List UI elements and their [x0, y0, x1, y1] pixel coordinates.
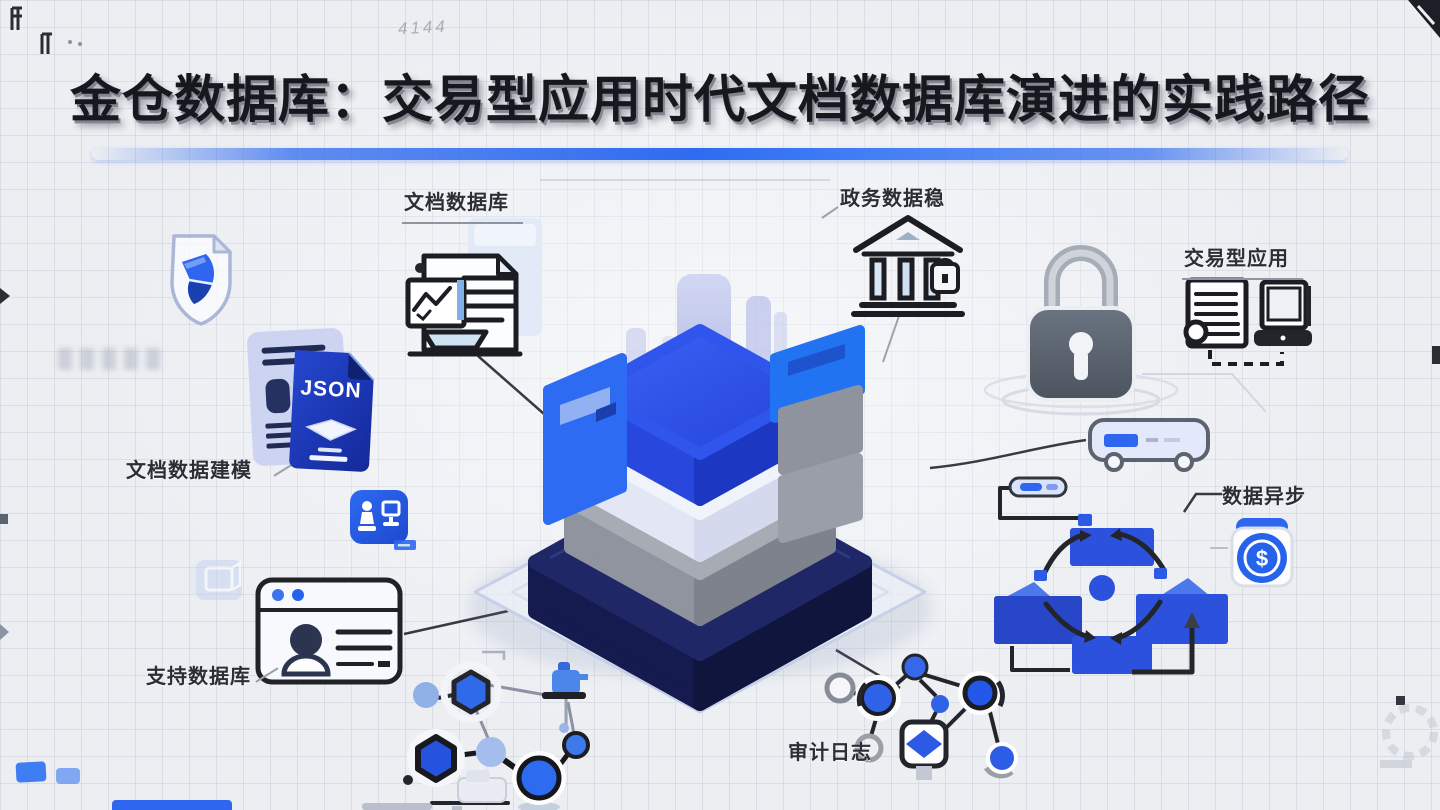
central-stack-illustration — [468, 274, 932, 714]
page-title: 金仓数据库：交易型应用时代文档数据库演进的实践路径 — [69, 71, 1370, 128]
blue-square-decoration — [15, 761, 47, 783]
avatar-icon — [281, 624, 331, 677]
government-building-icon — [851, 215, 965, 317]
title-divider — [92, 148, 1348, 160]
edge-marks-left — [0, 288, 10, 640]
money-icon: $ — [1230, 518, 1294, 588]
small-server-node — [542, 662, 588, 699]
center-node — [1089, 575, 1115, 601]
document-chart-icon — [405, 218, 542, 357]
connector-node — [1078, 514, 1092, 526]
app-grid-icon — [350, 490, 416, 550]
transaction-apps-icon — [1183, 277, 1312, 366]
folder-icon-left — [994, 582, 1082, 644]
label-data-async: 数据异步 — [1222, 486, 1306, 508]
right-gray-panels — [778, 385, 863, 543]
label-transactional-apps: 交易型应用 — [1182, 242, 1303, 280]
faded-watermark-blob — [58, 348, 168, 370]
json-file-icon: JSON — [281, 346, 379, 473]
cube-ghost-icon — [190, 560, 242, 600]
label-document-database: 文档数据库 — [402, 186, 523, 224]
arrowheads — [1080, 528, 1122, 645]
pipe-capsule-icon — [1008, 476, 1068, 498]
lock-badge-icon — [930, 257, 960, 294]
server-icon — [1088, 418, 1210, 472]
blue-strip-decoration — [112, 800, 232, 810]
json-badge-label: JSON — [299, 376, 363, 403]
gray-strip-decoration — [362, 803, 432, 810]
browser-dot-icon — [272, 589, 284, 601]
corner-marks-bottom-right — [1380, 696, 1438, 768]
dollar-symbol: $ — [1256, 546, 1268, 571]
doc-search-icon — [1183, 277, 1249, 349]
network-diagram-left — [403, 650, 590, 810]
handwriting-watermark: 4144 — [397, 16, 449, 39]
browser-dot-icon — [292, 589, 304, 601]
blue-square-decoration — [56, 768, 80, 784]
shield-icon — [170, 234, 232, 326]
diamond-badge-node — [899, 719, 949, 780]
corner-mark-top-right — [1408, 0, 1440, 38]
folder-icon-right — [1136, 578, 1228, 644]
browser-profile-card — [255, 577, 403, 685]
corner-marks-top-left — [10, 6, 82, 54]
edge-mark-right — [1432, 346, 1440, 364]
left-blue-panel — [543, 353, 627, 525]
label-government-data: 政务数据稳 — [840, 188, 945, 210]
process-box-bottom — [1072, 636, 1152, 674]
cycle-arrows — [1041, 531, 1167, 641]
workflow-diagram — [994, 476, 1228, 675]
label-audit-log: 审计日志 — [788, 742, 872, 764]
desktop-computer-icon — [1254, 279, 1312, 346]
padlock-icon — [1001, 245, 1161, 416]
label-document-modeling: 文档数据建模 — [126, 460, 252, 482]
label-support-database: 支持数据库 — [146, 666, 251, 688]
